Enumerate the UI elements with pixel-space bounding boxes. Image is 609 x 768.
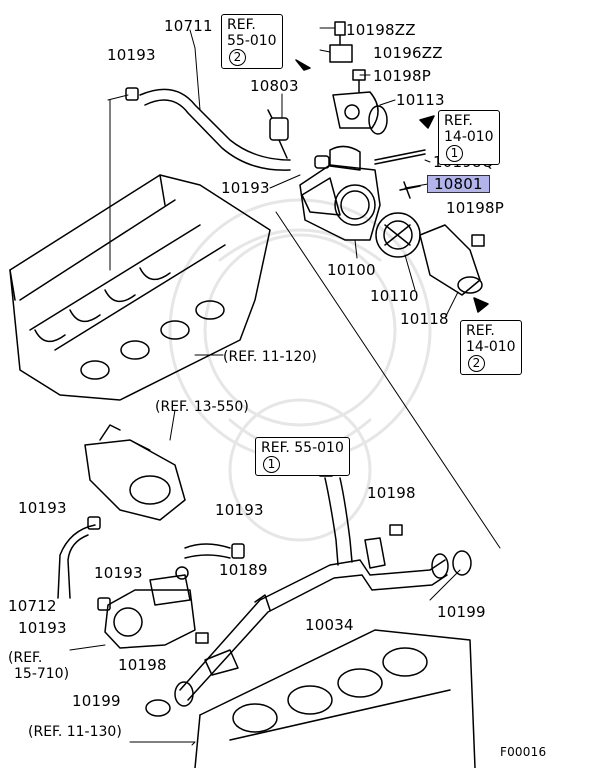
part-label-10100[interactable]: 10100 <box>327 261 376 279</box>
ref-leader-lines <box>69 569 461 746</box>
ref-text-13-550[interactable]: (REF. 13-550) <box>155 399 249 415</box>
part-label-10199-lower[interactable]: 10199 <box>72 692 121 710</box>
figure-code: F00016 <box>500 745 547 759</box>
cylinder-head-drawing <box>9 174 271 401</box>
part-label-10193-top[interactable]: 10193 <box>107 46 156 64</box>
ref-box-55-010-2-line1: REF. <box>227 17 256 33</box>
ref-box-55-010-2-line2: 55-010 <box>227 33 277 49</box>
part-label-10711[interactable]: 10711 <box>164 17 213 35</box>
leader-lines <box>107 27 501 549</box>
bolts-top-drawing <box>329 21 485 247</box>
ref-box-55-010-1-text: REF. 55-010 <box>261 440 344 456</box>
part-label-10198p-top[interactable]: 10198P <box>373 67 431 85</box>
part-label-10193-left[interactable]: 10193 <box>18 499 67 517</box>
ref-box-14-010-1-line1: REF. <box>444 113 473 129</box>
part-label-10118[interactable]: 10118 <box>400 310 449 328</box>
part-label-10198-right[interactable]: 10198 <box>367 484 416 502</box>
thermostat-10110-drawing <box>375 212 421 258</box>
ref-text-11-130[interactable]: (REF. 11-130) <box>28 724 122 740</box>
part-label-10193-bottom[interactable]: 10193 <box>18 619 67 637</box>
ref-box-14-010-1-circle: 1 <box>446 145 463 162</box>
part-label-10198zz[interactable]: 10198ZZ <box>346 21 416 39</box>
ref-box-14-010-2-line2: 14-010 <box>466 339 516 355</box>
ref-text-11-120[interactable]: (REF. 11-120) <box>223 349 317 365</box>
part-label-10801-highlighted[interactable]: 10801 <box>427 175 490 193</box>
part-label-10193-center[interactable]: 10193 <box>215 501 264 519</box>
part-label-10193-lower[interactable]: 10193 <box>94 564 143 582</box>
oring-10199-lower-drawing <box>145 699 171 717</box>
housing-15710-drawing <box>104 574 196 649</box>
part-label-10189[interactable]: 10189 <box>219 561 268 579</box>
ref-box-55-010-1-circle: 1 <box>263 456 280 473</box>
hose-10711-drawing <box>125 87 291 171</box>
pump-13550-drawing <box>84 424 186 521</box>
part-label-10110[interactable]: 10110 <box>370 287 419 305</box>
part-label-10198-lower[interactable]: 10198 <box>118 656 167 674</box>
part-label-10034[interactable]: 10034 <box>305 616 354 634</box>
thermostat-housing-10100-drawing <box>299 145 381 241</box>
part-label-10198p-right[interactable]: 10198P <box>446 199 504 217</box>
lower-hoses-drawing <box>57 516 245 611</box>
fitting-10113-drawing <box>332 91 388 135</box>
engine-block-drawing <box>194 629 476 768</box>
sensor-10803-drawing <box>267 109 289 159</box>
part-label-10113[interactable]: 10113 <box>396 91 445 109</box>
part-label-10193-mid[interactable]: 10193 <box>221 179 270 197</box>
bolts-lower-drawing <box>195 524 403 644</box>
ref-box-55-010-2-circle: 2 <box>229 49 246 66</box>
water-pipe-10034-drawing <box>174 477 472 707</box>
part-label-10199-right[interactable]: 10199 <box>437 603 486 621</box>
ref-text-15-710-line2[interactable]: 15-710) <box>14 666 70 682</box>
ref-box-14-010-1-line2: 14-010 <box>444 129 494 145</box>
ref-box-14-010-2-circle: 2 <box>468 355 485 372</box>
ref-box-14-010-2-line1: REF. <box>466 323 495 339</box>
part-label-10803[interactable]: 10803 <box>250 77 299 95</box>
ref-text-15-710-line1[interactable]: (REF. <box>8 650 43 666</box>
outlet-10118-drawing <box>419 224 483 296</box>
part-label-10712[interactable]: 10712 <box>8 597 57 615</box>
part-label-10196zz[interactable]: 10196ZZ <box>373 44 443 62</box>
